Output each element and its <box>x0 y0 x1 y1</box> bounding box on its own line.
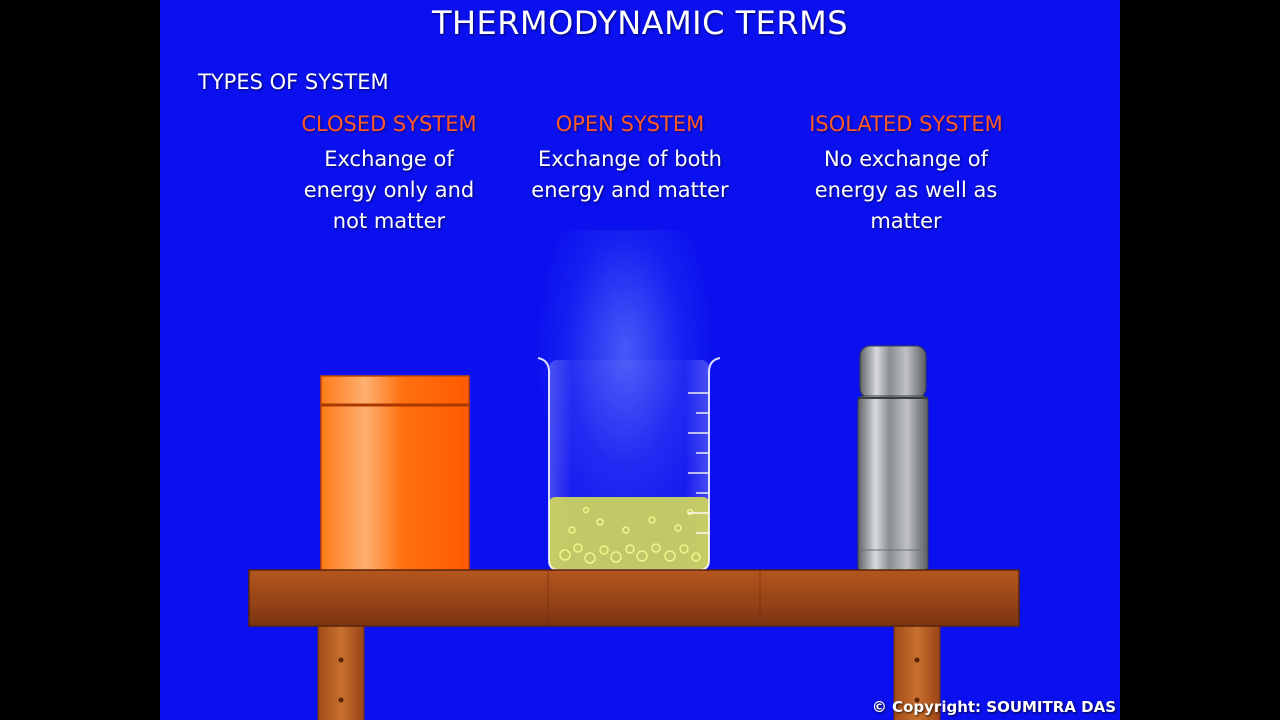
closed-system-description: Exchange of energy only and not matter <box>278 144 500 237</box>
beaker-graduations <box>688 392 709 534</box>
slide-canvas: THERMODYNAMIC TERMS TYPES OF SYSTEM CLOS… <box>160 0 1120 720</box>
isolated-system-line-2: energy as well as <box>814 178 998 202</box>
closed-system-line-3: not matter <box>332 209 446 233</box>
isolated-system-description: No exchange of energy as well as matter <box>778 144 1034 237</box>
closed-system-line-2: energy only and <box>303 178 475 202</box>
open-system-line-2: energy and matter <box>531 178 729 202</box>
closed-system-line-1: Exchange of <box>324 147 454 171</box>
thermos-flask-icon <box>857 345 929 573</box>
slide-subtitle: TYPES OF SYSTEM <box>198 70 389 94</box>
slide-title: THERMODYNAMIC TERMS <box>431 4 849 42</box>
isolated-system-line-3: matter <box>870 209 942 233</box>
wooden-table-icon <box>248 569 1020 720</box>
isolated-system-line-1: No exchange of <box>823 147 989 171</box>
isolated-system-heading: ISOLATED SYSTEM <box>809 112 1003 136</box>
open-system-heading: OPEN SYSTEM <box>555 112 705 136</box>
sealed-container-icon <box>320 375 470 573</box>
open-system-description: Exchange of both energy and matter <box>510 144 750 206</box>
illustration <box>248 345 1020 720</box>
closed-system-heading: CLOSED SYSTEM <box>301 112 477 136</box>
beaker-icon <box>537 357 721 571</box>
copyright-notice: © Copyright: SOUMITRA DAS <box>871 698 1116 716</box>
open-system-line-1: Exchange of both <box>538 147 722 171</box>
bubbles <box>559 506 701 564</box>
